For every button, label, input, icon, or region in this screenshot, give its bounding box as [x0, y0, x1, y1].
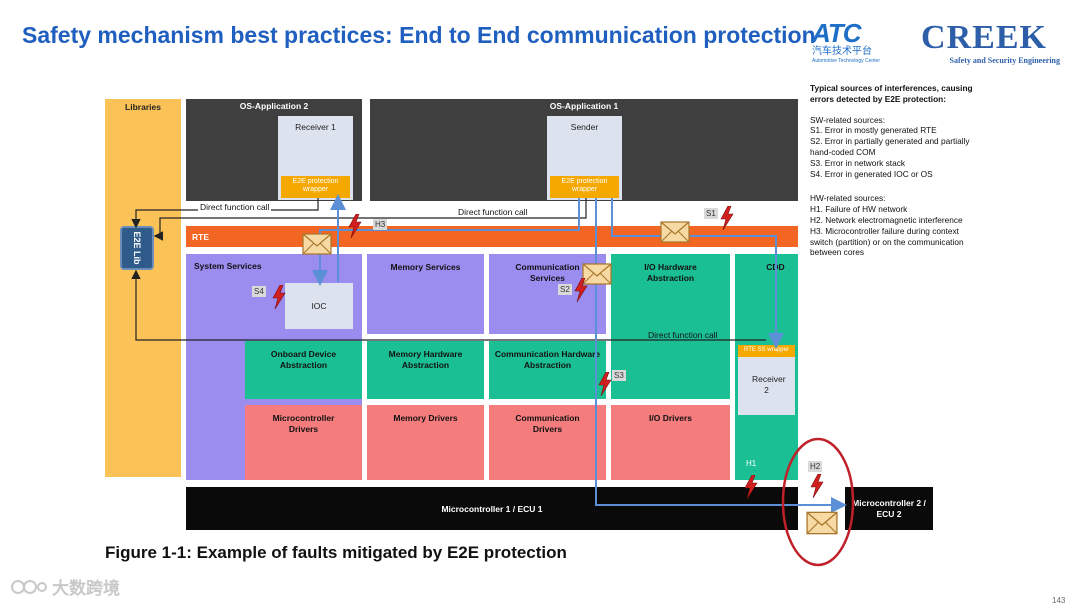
- fault-tag-s1: S1: [704, 208, 718, 219]
- os-app-1-label: OS-Application 1: [549, 101, 619, 111]
- notes-sw-title: SW-related sources:: [810, 114, 886, 125]
- lightning-bolt-icon: [720, 206, 734, 230]
- creek-logo-mark: CREEK: [921, 19, 1047, 56]
- comm-hw-block: Communication Hardware Abstraction: [489, 341, 606, 399]
- direct-call-label-1: Direct function call: [198, 202, 272, 212]
- page-number: 143: [1052, 596, 1066, 605]
- comm-drivers-block: Communication Drivers: [489, 405, 606, 480]
- watermark-text: 大数跨境: [52, 579, 120, 598]
- sender-label: Sender: [570, 122, 599, 132]
- notes-hw-title: HW-related sources:: [810, 193, 886, 204]
- h2-highlight-ring: [781, 437, 855, 567]
- onboard-device-block: Onboard Device Abstraction: [245, 341, 362, 399]
- io-hw-abstraction-label: I/O Hardware Abstraction: [644, 262, 697, 283]
- lightning-bolt-icon: [574, 278, 588, 302]
- envelope-icon: [582, 263, 612, 285]
- comm-hw-label: Communication Hardware Abstraction: [494, 349, 601, 370]
- io-drivers-block: I/O Drivers: [611, 405, 730, 480]
- lightning-bolt-icon: [744, 475, 758, 499]
- wrapper-label: E2E protection wrapper: [292, 178, 339, 193]
- notes-sw-item: S2. Error in partially generated and par…: [810, 136, 970, 157]
- ioc-label: IOC: [311, 301, 327, 311]
- memory-drivers-block: Memory Drivers: [367, 405, 484, 480]
- rte-label: RTE: [192, 232, 209, 242]
- system-services-label: System Services: [194, 261, 262, 271]
- notes-hw-item: H2. Network electromagnetic interference: [810, 214, 963, 225]
- lightning-bolt-icon: [598, 372, 612, 396]
- signal-path-network: [595, 198, 847, 513]
- notes-sw-item: S3. Error in network stack: [810, 157, 905, 168]
- receiver-1-label: Receiver 1: [295, 122, 336, 132]
- libraries-label: Libraries: [125, 102, 161, 112]
- slide-title: Safety mechanism best practices: End to …: [22, 22, 816, 48]
- watermark-logo-icon: [11, 579, 47, 594]
- mc2-label: Microcontroller 2 / ECU 2: [852, 498, 926, 519]
- figure-caption: Figure 1-1: Example of faults mitigated …: [105, 543, 567, 562]
- direct-call-line-3: [131, 269, 766, 341]
- notes-sw-item: S4. Error in generated IOC or OS: [810, 168, 933, 179]
- memory-drivers-label: Memory Drivers: [393, 413, 458, 423]
- fault-tag-s2: S2: [558, 284, 572, 295]
- rte-ss-wrapper-label: RTE SS wrapper: [744, 347, 789, 353]
- notes-sw-item: S1. Error in mostly generated RTE: [810, 125, 937, 136]
- watermark: 大数跨境: [10, 574, 120, 599]
- receiver-2-block: Receiver 2: [738, 357, 795, 415]
- envelope-icon: [806, 511, 838, 535]
- memory-services-label: Memory Services: [390, 262, 461, 272]
- direct-call-line-2: [153, 198, 587, 241]
- memory-hw-label: Memory Hardware Abstraction: [388, 349, 463, 370]
- comm-drivers-label: Communication Drivers: [515, 413, 580, 434]
- mc-drivers-block: Microcontroller Drivers: [245, 405, 362, 480]
- microcontroller-1-bar: Microcontroller 1 / ECU 1: [186, 487, 798, 530]
- notes-hw-item: H1. Failure of HW network: [810, 204, 908, 215]
- memory-services-block: Memory Services: [367, 254, 484, 334]
- envelope-icon: [302, 233, 332, 255]
- fault-tag-h1: H1: [744, 458, 759, 469]
- io-drivers-label: I/O Drivers: [649, 413, 692, 423]
- fault-tag-h3: H3: [373, 219, 388, 230]
- os-app-2-label: OS-Application 2: [239, 101, 309, 111]
- mc-drivers-label: Microcontroller Drivers: [272, 413, 335, 434]
- receiver-2-label: Receiver 2: [752, 374, 786, 395]
- atc-logo-cn: 汽车技术平台: [812, 46, 872, 57]
- envelope-icon: [660, 221, 690, 243]
- atc-logo-mark: ATC: [812, 18, 862, 48]
- atc-logo: ATC 汽车技术平台 Automotive Technology Center: [812, 20, 900, 70]
- creek-logo: CREEK Safety and Security Engineering: [908, 20, 1060, 70]
- io-hw-abstraction-block: I/O Hardware Abstraction: [611, 254, 730, 399]
- notes-intro: Typical sources of interferences, causin…: [810, 83, 973, 104]
- e2e-wrapper-sender: E2E protection wrapper: [550, 176, 619, 198]
- onboard-device-label: Onboard Device Abstraction: [270, 349, 337, 370]
- atc-logo-en: Automotive Technology Center: [812, 58, 881, 64]
- e2e-wrapper-receiver-1: E2E protection wrapper: [281, 176, 350, 198]
- microcontroller-2-bar: Microcontroller 2 / ECU 2: [845, 487, 933, 530]
- fault-tag-s4: S4: [252, 286, 266, 297]
- ioc-block: IOC: [285, 283, 353, 329]
- creek-logo-sub: Safety and Security Engineering: [949, 56, 1060, 65]
- libraries-block: Libraries: [105, 99, 181, 477]
- signal-path-receiver2: [611, 198, 784, 349]
- comm-services-label: Communication Services: [515, 262, 580, 283]
- fault-tag-s3: S3: [612, 370, 626, 381]
- fault-tag-h2: H2: [808, 461, 823, 472]
- memory-hw-block: Memory Hardware Abstraction: [367, 341, 484, 399]
- mc1-label: Microcontroller 1 / ECU 1: [441, 504, 543, 514]
- notes-hw-item: H3. Microcontroller failure during conte…: [810, 225, 964, 258]
- lightning-bolt-icon: [272, 285, 286, 309]
- direct-call-label-3: Direct function call: [648, 330, 718, 340]
- signal-path-ioc: [312, 198, 580, 286]
- lightning-bolt-icon: [348, 214, 362, 238]
- wrapper-label: E2E protection wrapper: [561, 178, 608, 193]
- lightning-bolt-icon: [810, 474, 824, 498]
- direct-call-label-2: Direct function call: [456, 207, 530, 217]
- interference-notes: Typical sources of interferences, causin…: [810, 83, 980, 258]
